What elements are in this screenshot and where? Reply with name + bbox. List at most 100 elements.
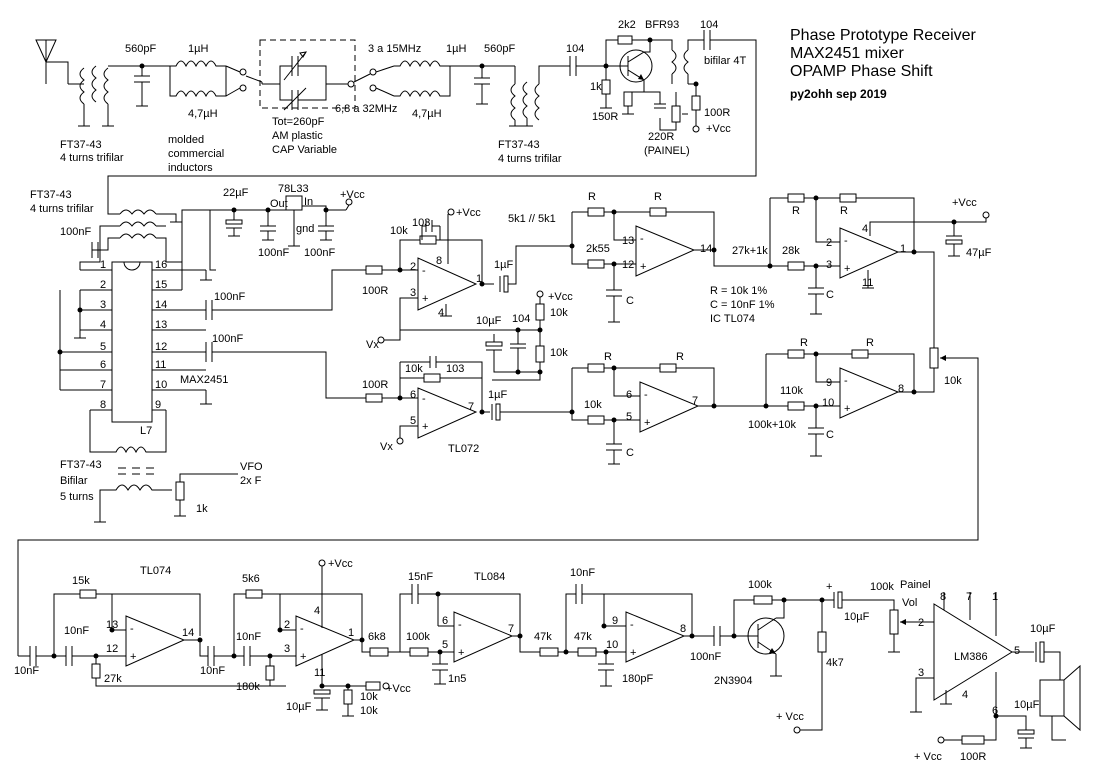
pin-3: 3	[826, 259, 832, 271]
pin-a-4: 4	[438, 307, 444, 319]
opamp-b: - +	[417, 387, 478, 439]
ft37-label-b1: FT37-43	[498, 139, 540, 151]
pin-1: 1	[900, 243, 906, 255]
inductor-pair-1	[169, 60, 227, 98]
reg-gnd-label: gnd	[296, 223, 314, 235]
c560-label-2: 560pF	[484, 43, 515, 55]
c15n-label: 15nF	[408, 571, 433, 583]
ft37-label-a1: FT37-43	[60, 139, 102, 151]
l47-label-1: 4,7µH	[188, 108, 218, 120]
c100n-label-a: 100nF	[60, 226, 91, 238]
pin-8: 8	[898, 383, 904, 395]
vfo-label-1: VFO	[240, 461, 263, 473]
audio-pin-12: 12	[106, 643, 118, 655]
opamp-phase-4: - +	[839, 367, 900, 419]
opamp-phase-1: - +	[635, 225, 696, 277]
vol-label: Vol	[902, 597, 917, 609]
r2k55-label: 2k55	[586, 243, 610, 255]
vcc-rf-label: +Vcc	[706, 123, 731, 135]
audio-pin-9: 9	[612, 615, 618, 627]
c1n5-label: 1n5	[448, 673, 466, 685]
c560-label-1: 560pF	[125, 43, 156, 55]
svg-text:+: +	[422, 293, 428, 305]
c10u-label: 10µF	[476, 315, 502, 327]
r6k8-label: 6k8	[368, 631, 386, 643]
l1u-label-1: 1µH	[188, 43, 208, 55]
ft37-label-c1: FT37-43	[30, 189, 72, 201]
pin-a-1: 1	[476, 273, 482, 285]
transformer-2	[509, 65, 570, 127]
c103-label-b: 103	[446, 363, 464, 375]
vcc-label-a: +Vcc	[456, 207, 481, 219]
regulator-78l33	[210, 195, 353, 247]
r-label-1: R	[588, 191, 596, 203]
r100k-label-b: 100k	[748, 579, 772, 591]
title-line-1: Phase Prototype Receiver	[790, 27, 977, 44]
r100k10k-label: 100k+10k	[748, 419, 797, 431]
svg-text:+: +	[130, 651, 136, 663]
r10k-label-g: 10k	[360, 705, 378, 717]
inductor-pair-2	[394, 60, 451, 98]
c10u-label-c: 10µF	[844, 611, 870, 623]
r100-label-b: 100R	[362, 379, 388, 391]
r10k-label-b: 10k	[550, 307, 568, 319]
l7-label: L7	[140, 425, 152, 437]
c10n-label-b: 10nF	[64, 625, 89, 637]
svg-text:+: +	[844, 403, 850, 415]
pin-6: 6	[100, 359, 106, 371]
opamp-audio-4: - +	[625, 611, 686, 663]
ft37-label-a2: 4 turns trifilar	[60, 152, 124, 164]
c10n-label-d: 10nF	[236, 631, 261, 643]
vcc-label-d: +Vcc	[328, 558, 353, 570]
ft37-label-d1: FT37-43	[60, 459, 102, 471]
r27k-label: 27k	[104, 673, 122, 685]
vcc-label-e: +Vcc	[386, 683, 411, 695]
reg-out-label: Out	[270, 198, 288, 210]
audio-pin-13: 13	[106, 619, 118, 631]
mixer-section: FT37-43 4 turns trifilar 100nF	[30, 183, 366, 523]
vfo-label-2: 2x F	[240, 475, 262, 487]
pin-2: 2	[826, 237, 832, 249]
c-label-2: C	[826, 289, 834, 301]
c10n-label-a: 10nF	[14, 665, 39, 677]
svg-text:+: +	[844, 263, 850, 275]
vcc-reg-label: +Vcc	[340, 189, 365, 201]
tot-label: Tot=260pF	[272, 116, 325, 128]
title-block: Phase Prototype Receiver MAX2451 mixer O…	[790, 27, 977, 101]
lm-pin-3: 3	[918, 667, 924, 679]
pin-14: 14	[155, 299, 167, 311]
vx-label-a: Vx	[366, 339, 379, 351]
painel-label-audio: Painel	[900, 579, 931, 591]
r1k-label: 1k	[590, 81, 602, 93]
audio-pin-2: 2	[284, 619, 290, 631]
reg-label: 78L33	[278, 183, 309, 195]
r10k-label-a: 10k	[390, 225, 408, 237]
ft37-label-c2: 4 turns trifilar	[30, 203, 94, 215]
pin-12: 12	[622, 259, 634, 271]
bifilar-label: bifilar 4T	[704, 55, 746, 67]
svg-text:+: +	[422, 421, 428, 433]
audio-pin-10: 10	[606, 639, 618, 651]
svg-text:-: -	[130, 623, 134, 635]
pot1k-label: 1k	[196, 503, 208, 515]
opamp-phase-3: - +	[639, 381, 700, 433]
pin-15: 15	[155, 279, 167, 291]
band-hi-label: 3 a 15MHz	[368, 43, 421, 55]
pot10k-label: 10k	[944, 375, 962, 387]
molded-label-2: commercial	[168, 148, 224, 160]
svg-text:-: -	[458, 619, 462, 631]
c47u-label: 47µF	[966, 247, 992, 259]
pin-b-5: 5	[410, 415, 416, 427]
title-line-2: MAX2451 mixer	[790, 45, 904, 62]
audio-pin-1: 1	[348, 627, 354, 639]
pin-4: 4	[100, 319, 106, 331]
audio-pin-5: 5	[442, 639, 448, 651]
svg-text:+: +	[458, 647, 464, 659]
pin-12: 12	[155, 341, 167, 353]
speaker-icon	[1039, 664, 1081, 732]
pin-6: 6	[626, 389, 632, 401]
pin-4: 4	[862, 223, 868, 235]
svg-text:+: +	[640, 261, 646, 273]
pin-10: 10	[822, 397, 834, 409]
